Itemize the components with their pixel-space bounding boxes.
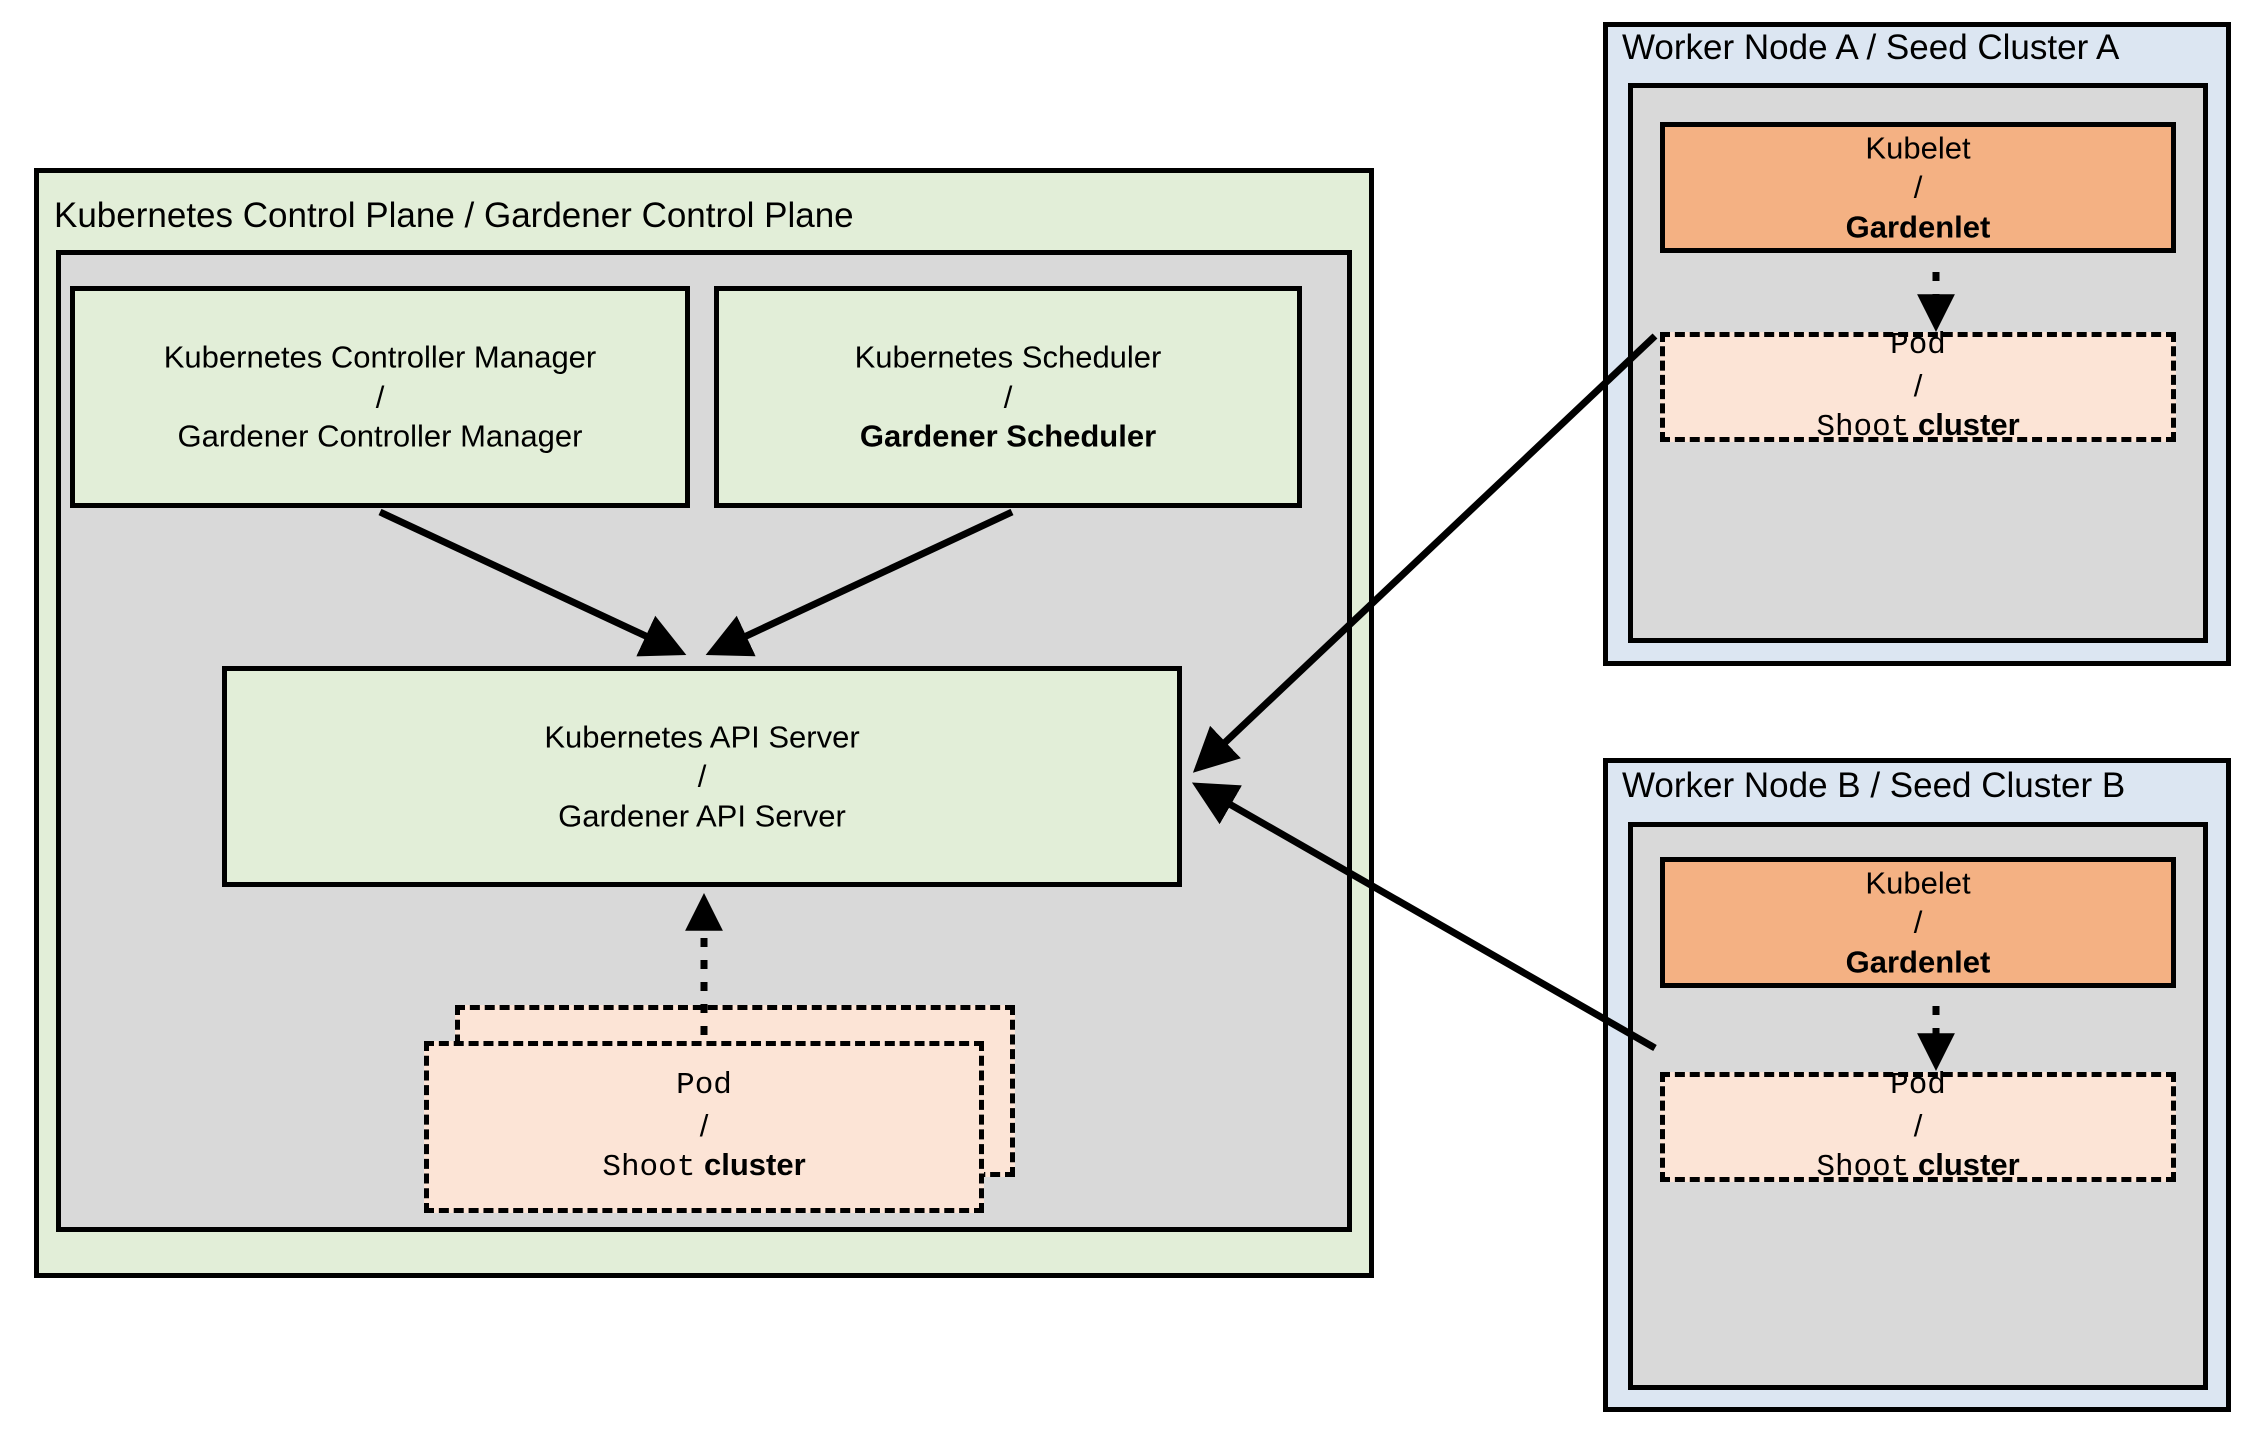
kubernetes-api-server-box[interactable]: Kubernetes API Server / Gardener API Ser… [222,666,1182,887]
control-plane-pod-cluster: cluster [703,1147,806,1183]
worker-node-a-pod-box[interactable]: Pod / Shoot cluster [1660,328,2176,445]
worker-a-kubelet-line1: Kubelet [1865,129,1971,165]
kubernetes-controller-manager-box[interactable]: Kubernetes Controller Manager / Gardener… [70,286,690,508]
control-plane-pod-box[interactable]: Pod / Shoot cluster [424,1041,984,1213]
controller-manager-line1: Kubernetes Controller Manager [163,339,597,375]
worker-a-pod-shoot: Shoot [1816,410,1910,446]
worker-a-pod-cluster: cluster [1917,407,2020,443]
scheduler-separator: / [1003,379,1013,415]
worker-a-kubelet-separator: / [1913,169,1923,205]
scheduler-line2: Gardener Scheduler [859,418,1157,454]
worker-b-kubelet-separator: / [1913,904,1923,940]
controller-manager-separator: / [375,379,385,415]
worker-b-pod-line2: Shoot cluster [1665,1145,2171,1188]
worker-a-pod-separator: / [1913,367,1923,403]
worker-b-kubelet-line2: Gardenlet [1845,944,1991,980]
worker-node-b-title: Worker Node B / Seed Cluster B [1622,766,2126,805]
arrow-seed-b-to-api-server [1191,782,1657,1052]
arrow-scheduler-to-api-server [705,508,1014,657]
api-server-line2: Gardener API Server [558,798,846,834]
worker-a-pod-line1: Pod [1890,327,1946,363]
worker-b-pod-line1: Pod [1890,1067,1946,1103]
worker-b-kubelet-line1: Kubelet [1865,864,1971,900]
control-plane-pod-separator: / [699,1107,709,1143]
kubernetes-scheduler-box[interactable]: Kubernetes Scheduler / Gardener Schedule… [714,286,1302,508]
control-plane-pod-line1: Pod [676,1067,732,1103]
worker-a-kubelet-line2: Gardenlet [1845,209,1991,245]
api-server-separator: / [697,758,707,794]
control-plane-pod-shoot: Shoot [602,1150,696,1186]
worker-b-pod-shoot: Shoot [1816,1150,1910,1186]
controller-manager-line2: Gardener Controller Manager [177,418,583,454]
worker-node-b-pod-box[interactable]: Pod / Shoot cluster [1660,1068,2176,1185]
worker-a-pod-line2: Shoot cluster [1665,405,2171,448]
scheduler-line1: Kubernetes Scheduler [854,339,1162,375]
worker-node-b-kubelet-box[interactable]: Kubelet / Gardenlet [1660,857,2176,988]
worker-node-a-title: Worker Node A / Seed Cluster A [1622,28,2120,67]
arrow-seed-a-to-api-server [1192,333,1658,773]
worker-b-pod-cluster: cluster [1917,1147,2020,1183]
arrow-controller-manager-to-api-server [378,508,687,657]
control-plane-pod-line2: Shoot cluster [429,1145,979,1188]
worker-node-a-kubelet-box[interactable]: Kubelet / Gardenlet [1660,122,2176,253]
control-plane-title: Kubernetes Control Plane / Gardener Cont… [54,196,854,235]
worker-b-pod-separator: / [1913,1107,1923,1143]
api-server-line1: Kubernetes API Server [544,718,860,754]
